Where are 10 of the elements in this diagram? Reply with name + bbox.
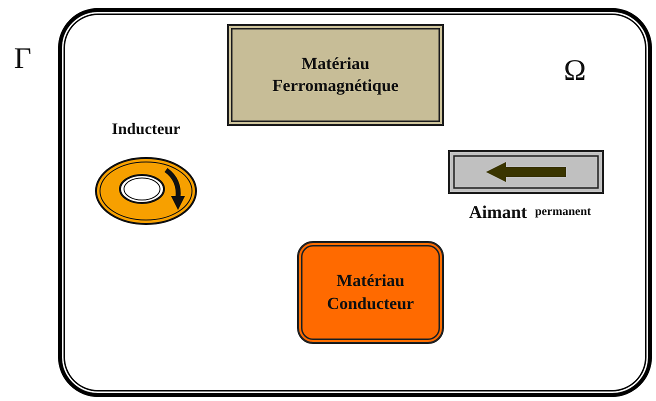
boundary-symbol: Γ xyxy=(14,44,32,74)
magnet-label: Aimant xyxy=(469,200,527,224)
material-label: Matériau Conducteur xyxy=(326,270,415,314)
inductor-label: Inducteur xyxy=(110,120,182,140)
material-label: Matériau Ferromagnétique xyxy=(271,52,400,97)
conductor-material-box xyxy=(297,241,444,344)
magnet-label-small: permanent xyxy=(535,204,591,220)
domain-symbol: Ω xyxy=(564,56,586,86)
domain-box xyxy=(58,8,652,397)
ferromagnetic-material-box xyxy=(227,24,444,126)
